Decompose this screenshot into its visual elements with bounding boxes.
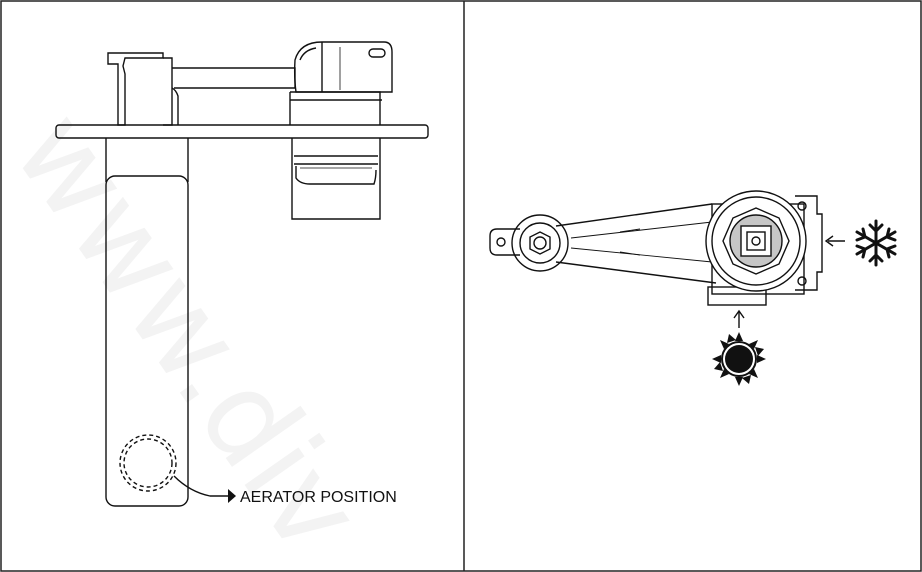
hub-nut <box>529 231 551 255</box>
sun-icon <box>712 332 766 386</box>
body-screw <box>797 201 807 211</box>
aerator-marker <box>119 434 177 492</box>
spout-neck <box>105 138 189 182</box>
lever-handle <box>107 52 164 126</box>
lever-arm <box>172 67 296 89</box>
body-screw <box>797 276 807 286</box>
plan-view-drawing <box>489 190 845 328</box>
cartridge-body <box>293 41 393 93</box>
side-view-drawing <box>55 41 429 507</box>
callout-arrowhead <box>228 489 236 503</box>
cartridge-slot <box>368 48 386 58</box>
spout-hub <box>511 214 569 272</box>
spout-body <box>105 175 189 507</box>
callout-leader <box>173 475 228 497</box>
mounting-lug-left <box>489 228 520 256</box>
lever-pivot <box>163 57 173 126</box>
snowflake-icon <box>855 219 897 267</box>
cartridge-hex <box>722 207 790 275</box>
aerator-position-label: AERATOR POSITION <box>240 489 397 506</box>
connecting-arm <box>555 203 717 284</box>
cold-inlet-port <box>795 195 823 291</box>
valve-body <box>291 138 381 220</box>
wall-plate <box>55 124 429 139</box>
